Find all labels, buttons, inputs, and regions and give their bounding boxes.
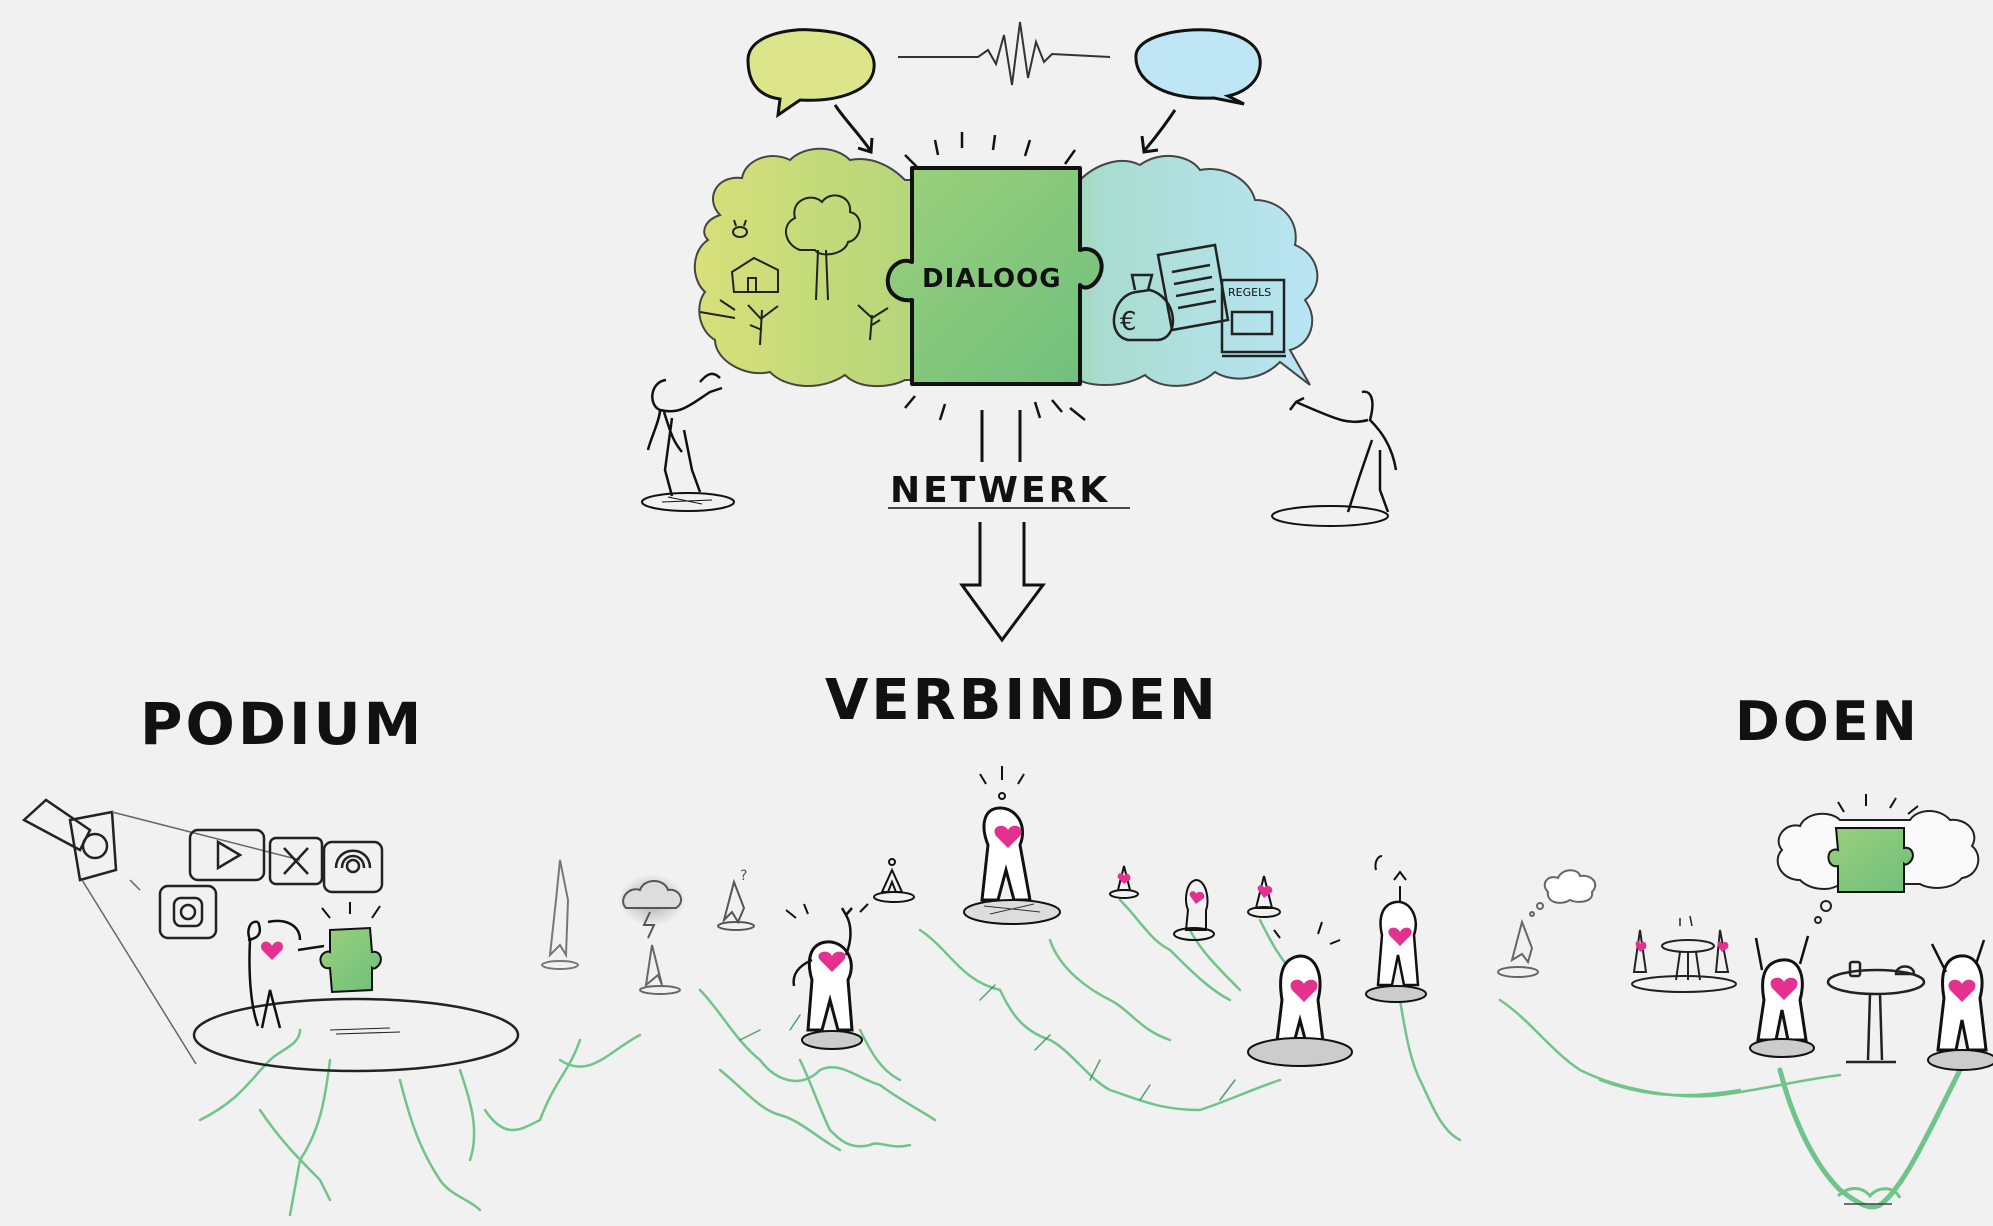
happy-figure-right	[1365, 855, 1427, 1003]
netwerk-label: NETWERK	[890, 470, 1111, 511]
happy-figure-large	[963, 766, 1061, 925]
plant-icon	[699, 299, 889, 346]
happy-figure-front	[1247, 921, 1353, 1067]
small-heart-figures	[1109, 865, 1281, 941]
podium-stage	[192, 997, 520, 1073]
spark-lines-dialoog	[904, 132, 1086, 421]
person-left-cloud	[641, 372, 735, 512]
speech-bubble-left	[746, 28, 876, 119]
roots-network	[198, 898, 1963, 1217]
grey-figure-1	[541, 859, 579, 970]
svg-text:?: ?	[740, 868, 747, 884]
podcast-icon	[345, 858, 361, 874]
roots-highlight	[739, 984, 1236, 1101]
bee-icon	[732, 219, 748, 238]
arrow-right-bubble	[1140, 109, 1177, 154]
happy-figure-small-1	[873, 858, 915, 903]
tree-icon	[785, 194, 861, 301]
puzzle-piece-icon	[885, 166, 1104, 386]
heart-icon	[261, 941, 283, 960]
heart-icon	[994, 825, 1022, 848]
heart-icon	[1290, 979, 1318, 1002]
person-right-cloud	[1271, 390, 1398, 527]
play-icon-box	[188, 828, 266, 882]
instagram-icon	[172, 896, 204, 928]
podium-label: PODIUM	[140, 690, 425, 758]
sparks-podium	[321, 902, 381, 919]
wave-signal	[898, 21, 1111, 86]
heart-icon	[1388, 927, 1412, 946]
play-icon	[216, 839, 243, 871]
netwerk-arrow	[888, 410, 1130, 643]
verbinden-label: VERBINDEN	[825, 668, 1219, 733]
heart-icon	[1770, 977, 1798, 1000]
doen-figure-left	[1749, 935, 1815, 1058]
x-icon	[283, 847, 309, 875]
confused-figure: ?	[717, 868, 755, 931]
spotlight-beam	[81, 811, 301, 1065]
social-icons	[158, 828, 384, 940]
cafe-table-large	[1826, 960, 1926, 1064]
doen-label: DOEN	[1735, 690, 1920, 753]
grey-figure-thinking	[1497, 869, 1597, 978]
speech-bubble-right	[1134, 28, 1262, 106]
dialoog-label: DIALOOG	[922, 264, 1062, 294]
spotlight-icon	[21, 798, 118, 882]
heart-icon	[818, 951, 846, 972]
puzzle-piece-podium	[319, 926, 382, 994]
document-icon	[1156, 243, 1230, 332]
house-icon	[730, 256, 779, 293]
arrow-left-bubble	[833, 104, 874, 154]
doen-cloud	[1776, 794, 1980, 924]
happy-figure-arms-up	[785, 903, 869, 1050]
doen-figure-right	[1927, 939, 1993, 1071]
regels-label: REGELS	[1228, 286, 1272, 299]
podium-speaker	[247, 919, 325, 1029]
heart-icon	[1948, 979, 1976, 1002]
rulebook-icon	[1220, 278, 1286, 358]
storm-cloud-icon	[618, 874, 686, 995]
handshake-icon	[1836, 1187, 1902, 1205]
cafe-table-small	[1631, 915, 1737, 993]
svg-text:€: €	[1120, 307, 1137, 337]
thought-cloud-icon	[1543, 869, 1597, 904]
